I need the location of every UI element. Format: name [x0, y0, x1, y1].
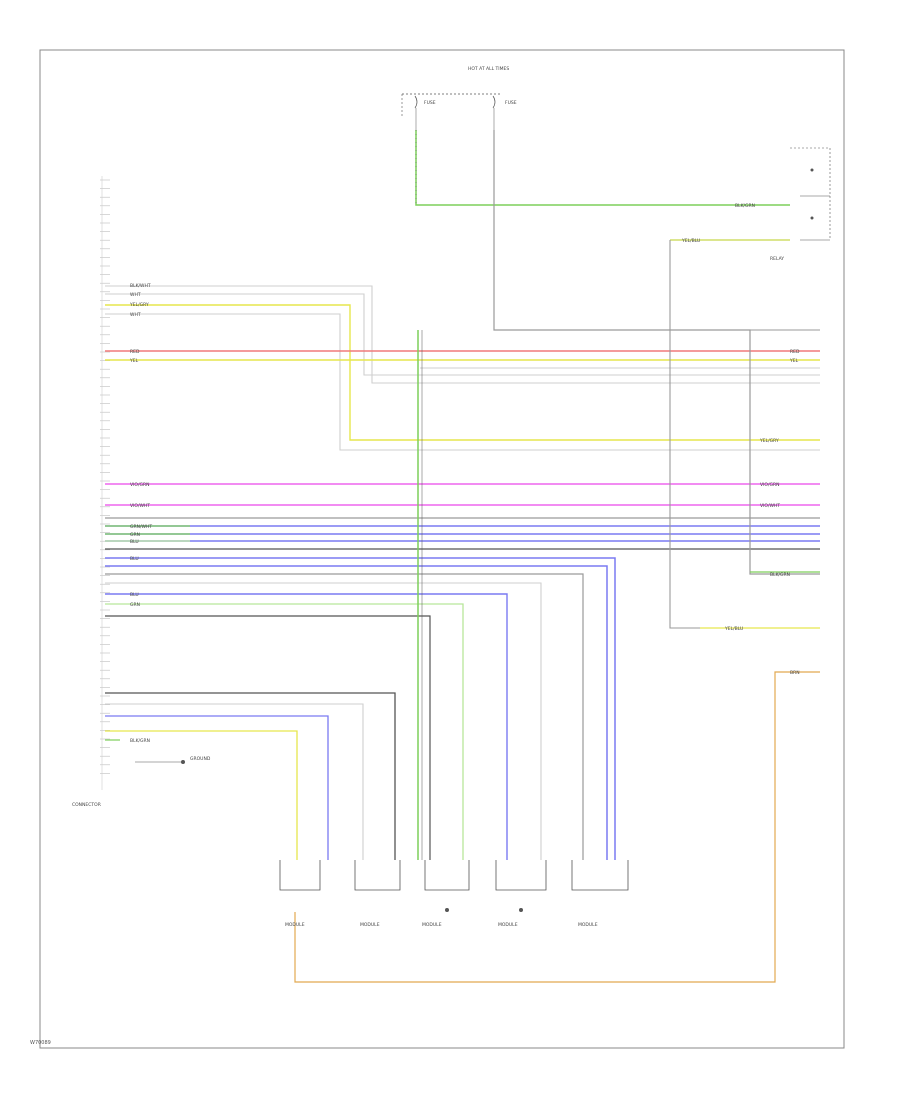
- lower-modules: MODULE MODULE MODULE MODULE MODULE GROUN…: [135, 756, 629, 928]
- wire-yel-lower: [105, 730, 298, 860]
- module-a-label: MODULE: [285, 922, 305, 928]
- wire-wht-1: [105, 285, 820, 384]
- wire-grn-main: [415, 130, 790, 206]
- wire-label: YEL: [789, 358, 799, 364]
- wire-label: RED: [130, 349, 140, 355]
- wire-wht-3: [105, 313, 820, 451]
- main-connector: CONNECTOR: [72, 176, 110, 808]
- wires: [105, 130, 820, 983]
- connector-pins: [100, 179, 110, 774]
- module-d: MODULE: [495, 860, 547, 928]
- wire-wht-2: [105, 293, 820, 376]
- relay-label: RELAY: [770, 256, 784, 262]
- wire-label: WHT: [130, 312, 141, 318]
- wire-blu-drop-1: [105, 557, 616, 860]
- wire-label: GRN: [130, 532, 140, 538]
- fuse-a-symbol: [414, 95, 418, 109]
- wire-gry-relay: [669, 240, 820, 629]
- module-e-label: MODULE: [578, 922, 598, 928]
- ground-point: GROUND: [135, 756, 211, 764]
- wire-label: VIO/WHT: [130, 503, 150, 509]
- main-connector-label: CONNECTOR: [72, 802, 101, 808]
- wire-label: GRN: [130, 602, 140, 608]
- wire-label: WHT: [130, 292, 141, 298]
- fuse-a-label: FUSE: [424, 100, 436, 106]
- relay: RELAY: [770, 147, 831, 262]
- wire-label: YEL/GRY: [759, 438, 779, 444]
- diagram-id: W70089: [30, 1040, 51, 1046]
- fuse-block-title: HOT AT ALL TIMES: [468, 66, 509, 72]
- wire-yel-gry: [105, 304, 820, 441]
- wire-blu-lower: [105, 715, 329, 860]
- module-c-label: MODULE: [422, 922, 442, 928]
- wire-blu-drop-2: [105, 565, 608, 860]
- wire-label: BLK/WHT: [130, 283, 151, 289]
- wire-label: BLK/GRN: [130, 738, 150, 744]
- wire-label: BRN: [790, 670, 800, 676]
- module-c: MODULE: [422, 860, 470, 928]
- wire-label: BLU: [130, 592, 139, 598]
- wire-label: BLU: [130, 556, 139, 562]
- wire-label: VIO/WHT: [760, 503, 780, 509]
- wire-brn-loop: [294, 671, 820, 983]
- wire-label: YEL: [129, 358, 139, 364]
- fuse-b-label: FUSE: [505, 100, 517, 106]
- wire-label: BLU: [130, 539, 139, 545]
- diagram-frame: [39, 49, 845, 1049]
- wire-label: VIO/GRN: [760, 482, 779, 488]
- wire-wht-drop: [105, 582, 542, 860]
- wire-label: VIO/GRN: [130, 482, 149, 488]
- wire-blu-drop-3: [105, 593, 508, 860]
- wire-blk-drop: [105, 615, 431, 860]
- module-d-label: MODULE: [498, 922, 518, 928]
- module-a: MODULE: [279, 860, 321, 928]
- wire-label: YEL/GRY: [129, 302, 149, 308]
- fuse-block: HOT AT ALL TIMES FUSE FUSE: [401, 66, 517, 130]
- wire-ltgrn-drop: [105, 603, 464, 860]
- ground-label: GROUND: [190, 756, 211, 762]
- wire-label: RED: [790, 349, 800, 355]
- wire-gry-drop: [105, 573, 584, 860]
- wire-label: BLK/GRN: [735, 203, 755, 209]
- module-b: MODULE: [354, 860, 401, 928]
- wire-label: GRN/WHT: [130, 524, 152, 530]
- wire-wht-lower: [105, 703, 364, 860]
- wire-label: BLK/GRN: [770, 572, 790, 578]
- module-e: MODULE: [571, 860, 629, 928]
- wire-labels: BLK/WHT WHT YEL/GRY WHT RED YEL VIO/GRN …: [129, 203, 800, 744]
- wire-label: YEL/BLU: [724, 626, 743, 632]
- fuse-b-symbol: [492, 95, 496, 109]
- module-b-label: MODULE: [360, 922, 380, 928]
- wire-blk-lower: [105, 692, 396, 860]
- wire-label: YEL/BLU: [681, 238, 700, 244]
